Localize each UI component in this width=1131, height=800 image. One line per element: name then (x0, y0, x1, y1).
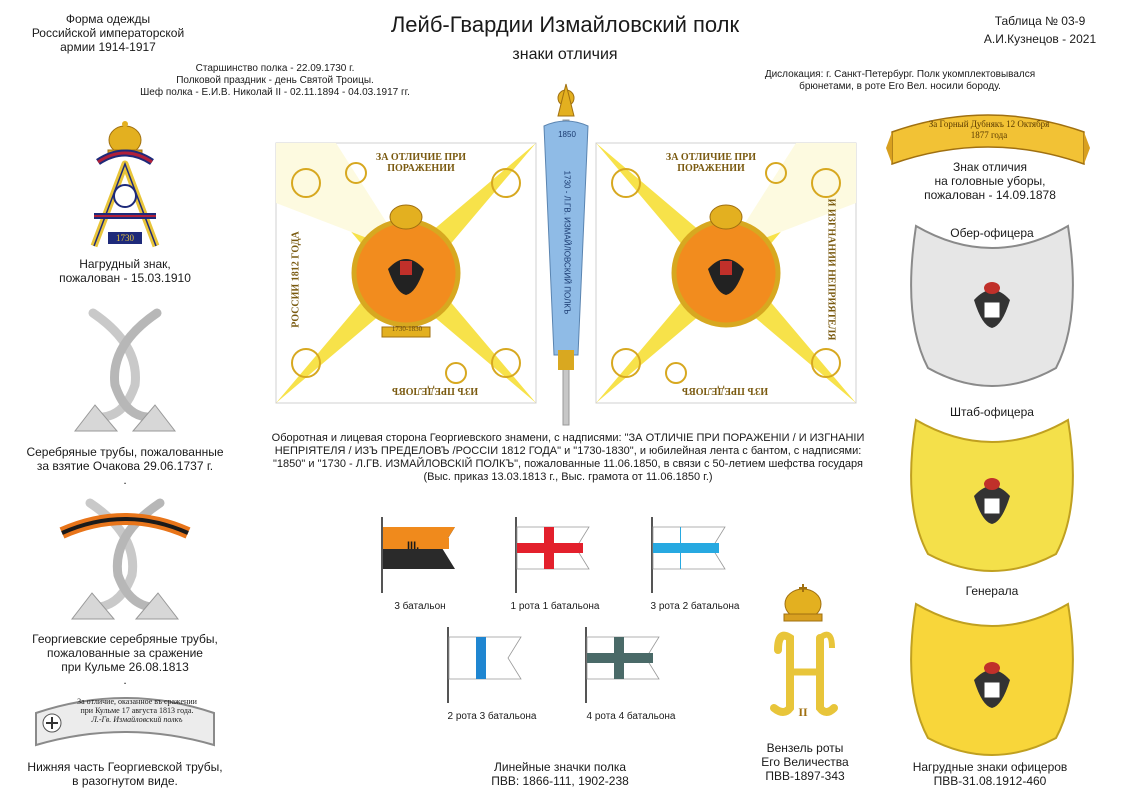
regiment-info: Старшинство полка - 22.09.1730 г. Полков… (110, 63, 440, 99)
header-table-info: Таблица № 03-9 А.И.Кузнецов - 2021 (960, 12, 1120, 48)
ribbon-inscription: 1730 - Л.ГВ. ИЗМАЙЛОВСКИЙ ПОЛКЪ (562, 170, 572, 315)
author: А.И.Кузнецов - 2021 (983, 32, 1097, 46)
header-left-line-3: армии 1914-1917 (60, 40, 156, 54)
george-trumpets-icon (59, 498, 191, 620)
ribbon-top-year: 1850 (558, 130, 576, 139)
gorgets-caption-line-2: ПВВ-31.08.1912-460 (933, 774, 1047, 788)
banner-description-line-3: "1850" и "1730 - Л.ГВ. ИЗМАЙЛОВСКІЙ ПОЛК… (273, 458, 863, 470)
holiday-text: Полковой праздник - день Святой Троицы. (176, 75, 374, 86)
badge-caption-line-2: пожалован - 15.03.1910 (59, 271, 191, 285)
monogram-numeral: II (798, 705, 808, 719)
banner-side-inscription-left: России 1812 года (290, 231, 302, 328)
page-title: Лейб-Гвардии Измайловский полк (390, 12, 740, 37)
monogram-caption: Вензель роты Его Величества ПВВ-1897-343 (735, 741, 875, 783)
flag-company-3-2 (651, 517, 726, 593)
george-caption-line-3: при Кульме 26.08.1813 (61, 660, 189, 674)
silver-caption-line-1: Серебряные трубы, пожалованные (26, 445, 224, 459)
headband-inscription: За Горный Дубнякъ 12 Октября 1877 года (916, 119, 1062, 141)
header-uniform-info: Форма одежды Российской императорской ар… (8, 12, 208, 54)
headband-caption: Знак отличия на головные уборы, пожалова… (910, 160, 1070, 202)
banner-bottom-inscription-left: изъ пределовъ (391, 385, 479, 396)
headband-line-1: За Горный Дубнякъ 12 Октября (928, 119, 1050, 129)
monogram-caption-line-2: Его Величества (761, 755, 849, 769)
george-caption-line-2: пожалованные за сражение (47, 646, 203, 660)
banner-side-inscription-right: и изгнании неприятеля (825, 198, 837, 341)
banner-description-line-2: НЕПРІЯТЕЛЯ / ИЗЪ ПРЕДЕЛОВЪ /РОССІИ 1812 … (274, 445, 862, 457)
banner-top-inscription-left: За отличие при поражении (375, 152, 467, 174)
monogram-caption-line-3: ПВВ-1897-343 (765, 769, 845, 783)
flags-caption-line-2: ПВВ: 1866-111, 1902-238 (491, 774, 629, 788)
scroll-line-2: при Кульме 17 августа 1813 года. (80, 706, 194, 715)
headband-caption-line-2: на головные уборы, (934, 174, 1046, 188)
banner-bottom-inscription-right: изъ пределовъ (681, 385, 769, 396)
flag-label-2: 1 рота 1 батальона (510, 601, 600, 612)
flag-company-1-1 (515, 517, 590, 593)
trumpet-scroll-icon (35, 697, 215, 747)
flags-caption-line-1: Линейные значки полка (493, 760, 627, 774)
headband-line-2: 1877 года (970, 130, 1008, 140)
scroll-line-1: За отличие, оказанное въ сражении (77, 697, 197, 706)
flag-3-battalion (381, 517, 455, 593)
flags-caption: Линейные значки полка ПВВ: 1866-111, 190… (470, 760, 650, 788)
gorgets-caption: Нагрудные знаки офицеров ПВВ-31.08.1912-… (900, 760, 1080, 788)
scroll-caption: Нижняя часть Георгиевской трубы, в разог… (25, 760, 225, 788)
gorget-label-general: Генерала (965, 584, 1019, 598)
badge-caption-line-1: Нагрудный знак, (79, 257, 171, 271)
banner-pole-ribbon (543, 83, 589, 426)
banner-top-inscription-right: За отличие при поражении (665, 152, 757, 174)
dislocation-line-1: Дислокация: г. Санкт-Петербург. Полк уко… (764, 69, 1036, 80)
banner-description-line-1: Оборотная и лицевая сторона Георгиевског… (271, 432, 865, 444)
silver-trumpets-caption: Серебряные трубы, пожалованные за взятие… (25, 445, 225, 473)
page-subtitle: знаки отличия (512, 46, 618, 63)
monogram-caption-line-1: Вензель роты (766, 741, 844, 755)
flag-label-3: 3 рота 2 батальона (650, 601, 740, 612)
gorget-general (910, 602, 1074, 756)
george-trumpets-caption: Георгиевские серебряные трубы, пожалован… (25, 632, 225, 674)
banner-obverse (595, 142, 857, 404)
seniority-text: Старшинство полка - 22.09.1730 г. (195, 63, 355, 74)
banner-reverse (275, 142, 537, 404)
badge-caption: Нагрудный знак, пожалован - 15.03.1910 (40, 257, 210, 285)
headband-badge-icon (886, 114, 1090, 166)
silver-caption-line-2: за взятие Очакова 29.06.1737 г. (36, 459, 214, 473)
gorget-label-ober: Обер-офицера (950, 226, 1034, 240)
medallion-date-left: 1730-1830 (391, 325, 423, 333)
badge-year: 1730 (116, 233, 134, 243)
banner-description: Оборотная и лицевая сторона Георгиевског… (248, 432, 888, 484)
scroll-caption-line-2: в разогнутом виде. (72, 774, 178, 788)
scroll-inscription: За отличие, оказанное въ сражении при Ку… (62, 697, 212, 724)
silver-trumpets-icon (73, 308, 177, 432)
flag-company-4-4 (585, 627, 660, 703)
george-caption-line-1: Георгиевские серебряные трубы, (32, 632, 218, 646)
gorgets-caption-line-1: Нагрудные знаки офицеров (912, 760, 1068, 774)
separator-dot: . (123, 473, 127, 487)
header-left-line-2: Российской императорской (31, 26, 185, 40)
flag-battalion-mark: III. (407, 540, 420, 552)
gorget-staff-officer (910, 418, 1074, 572)
dislocation-info: Дислокация: г. Санкт-Петербург. Полк уко… (740, 69, 1060, 93)
flag-label-5: 4 рота 4 батальона (586, 711, 676, 722)
gorget-label-staff: Штаб-офицера (950, 405, 1034, 419)
flag-label-1: 3 батальон (394, 601, 446, 612)
flag-label-4: 2 рота 3 батальона (447, 711, 537, 722)
banner-description-line-4: (Выс. приказ 13.03.1813 г., Выс. грамота… (423, 471, 713, 483)
scroll-caption-line-1: Нижняя часть Георгиевской трубы, (27, 760, 223, 774)
gorget-ober-officer (910, 224, 1074, 387)
flag-company-2-3 (447, 627, 522, 703)
headband-caption-line-1: Знак отличия (953, 160, 1027, 174)
breast-badge-icon (90, 121, 160, 248)
monogram-icon (770, 584, 838, 716)
dislocation-line-2: брюнетами, в роте Его Вел. носили бороду… (799, 81, 1001, 92)
separator-dot-2: . (123, 673, 127, 687)
headband-caption-line-3: пожалован - 14.09.1878 (924, 188, 1056, 202)
header-left-line-1: Форма одежды (65, 12, 151, 26)
chief-text: Шеф полка - Е.И.В. Николай II - 02.11.18… (140, 87, 410, 98)
scroll-line-3: Л.-Гв. Измайловский полкъ (91, 715, 183, 724)
table-number: Таблица № 03-9 (994, 14, 1086, 28)
